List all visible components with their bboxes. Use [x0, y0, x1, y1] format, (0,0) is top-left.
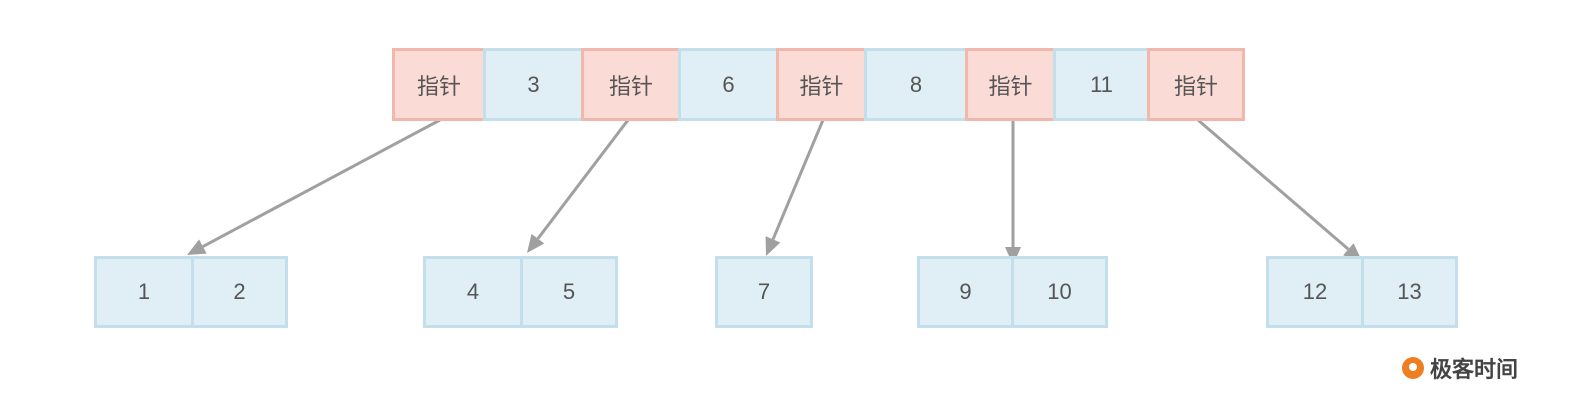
- child-node-5-key: 12: [1266, 256, 1364, 328]
- child-node-2-key: 4: [423, 256, 523, 328]
- key-cell: 3: [483, 48, 584, 121]
- key-cell: 8: [864, 48, 968, 121]
- child-node-4-key: 10: [1011, 256, 1108, 328]
- arrowhead-2: [527, 233, 545, 253]
- child-node-3-key: 7: [715, 256, 813, 328]
- child-node-5-key: 13: [1361, 256, 1458, 328]
- pointer-arrow-3: [771, 119, 825, 240]
- logo-text: 极客时间: [1430, 357, 1519, 382]
- pointer-cell: 指针: [776, 48, 867, 121]
- pointer-cell: 指针: [1147, 48, 1245, 121]
- child-node-2-key: 5: [520, 256, 618, 328]
- key-cell: 11: [1053, 48, 1150, 121]
- pointer-cell: 指针: [392, 48, 486, 121]
- arrowhead-3: [765, 236, 781, 256]
- pointer-arrow-1: [202, 118, 441, 248]
- child-node-1-key: 2: [191, 256, 288, 328]
- arrowhead-1: [187, 239, 207, 255]
- geektime-logo: 极客时间: [1402, 352, 1518, 384]
- pointer-arrow-2: [536, 119, 630, 240]
- pointer-cell: 指针: [965, 48, 1056, 121]
- key-cell: 6: [678, 48, 779, 121]
- child-node-1-key: 1: [94, 256, 194, 328]
- child-node-4-key: 9: [917, 256, 1014, 328]
- pointer-arrow-5: [1197, 118, 1350, 251]
- logo-icon: [1402, 357, 1424, 379]
- pointer-cell: 指针: [581, 48, 681, 121]
